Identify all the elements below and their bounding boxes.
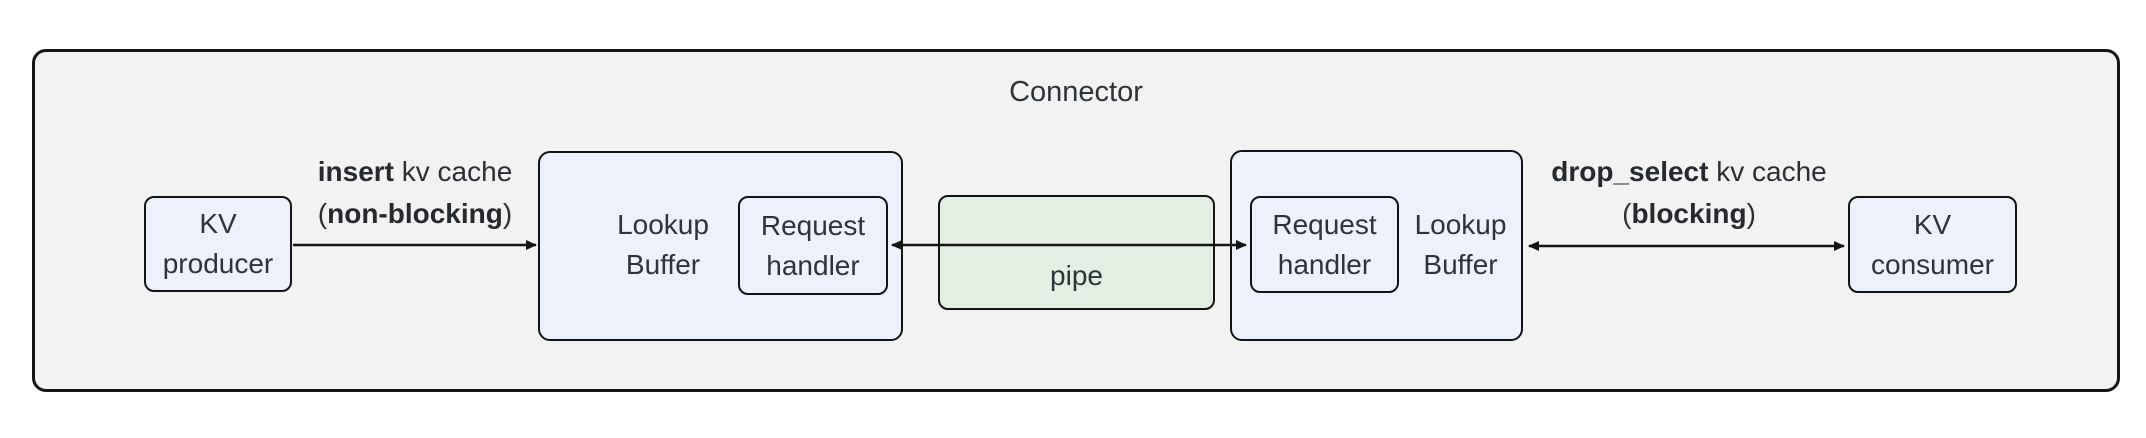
insert-edge-label: insert kv cache (non-blocking) [317,156,513,229]
kv-consumer-node: KV consumer [1848,196,2017,293]
request-handler-left-label: Request handler [760,209,866,281]
lookup-buffer-left-label: Lookup Buffer [617,209,709,280]
kv-consumer-label: KV consumer [1871,208,1994,280]
connector-title: Connector [1009,76,1143,108]
request-handler-left-node: Request handler [738,196,888,295]
request-handler-right-node: Request handler [1250,196,1399,293]
kv-producer-label: KV producer [162,208,274,279]
lookup-buffer-right-label: Lookup Buffer [1414,209,1507,280]
kv-producer-node: KV producer [144,196,292,292]
pipe-node [938,195,1215,310]
pipe-label: pipe [1050,260,1103,291]
drop-select-edge-label: drop_select kv cache (blocking) [1551,156,1827,229]
request-handler-right-label: Request handler [1272,208,1377,280]
